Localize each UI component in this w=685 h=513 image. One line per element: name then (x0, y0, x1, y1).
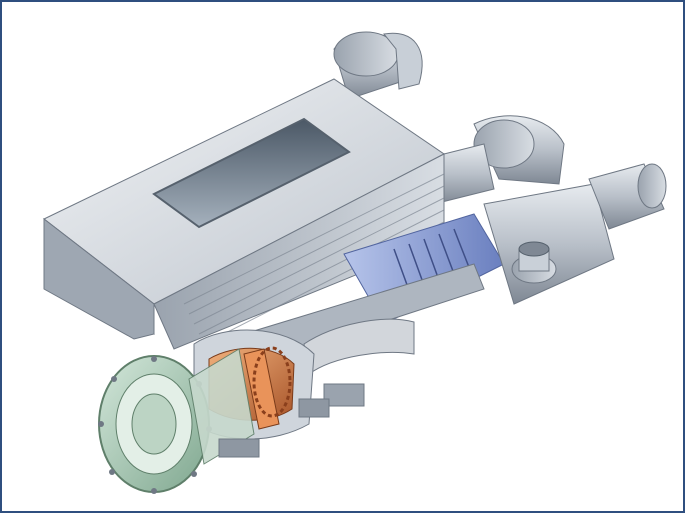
gearbox (483, 183, 615, 305)
housing-box (43, 78, 445, 350)
turbine-illustration (43, 31, 667, 494)
turbine-shaft (243, 263, 485, 375)
supports (218, 383, 365, 458)
upper-pipe (333, 31, 423, 100)
front-casing (98, 348, 255, 494)
middle-pipe (423, 115, 565, 205)
starter-motor (588, 163, 667, 230)
